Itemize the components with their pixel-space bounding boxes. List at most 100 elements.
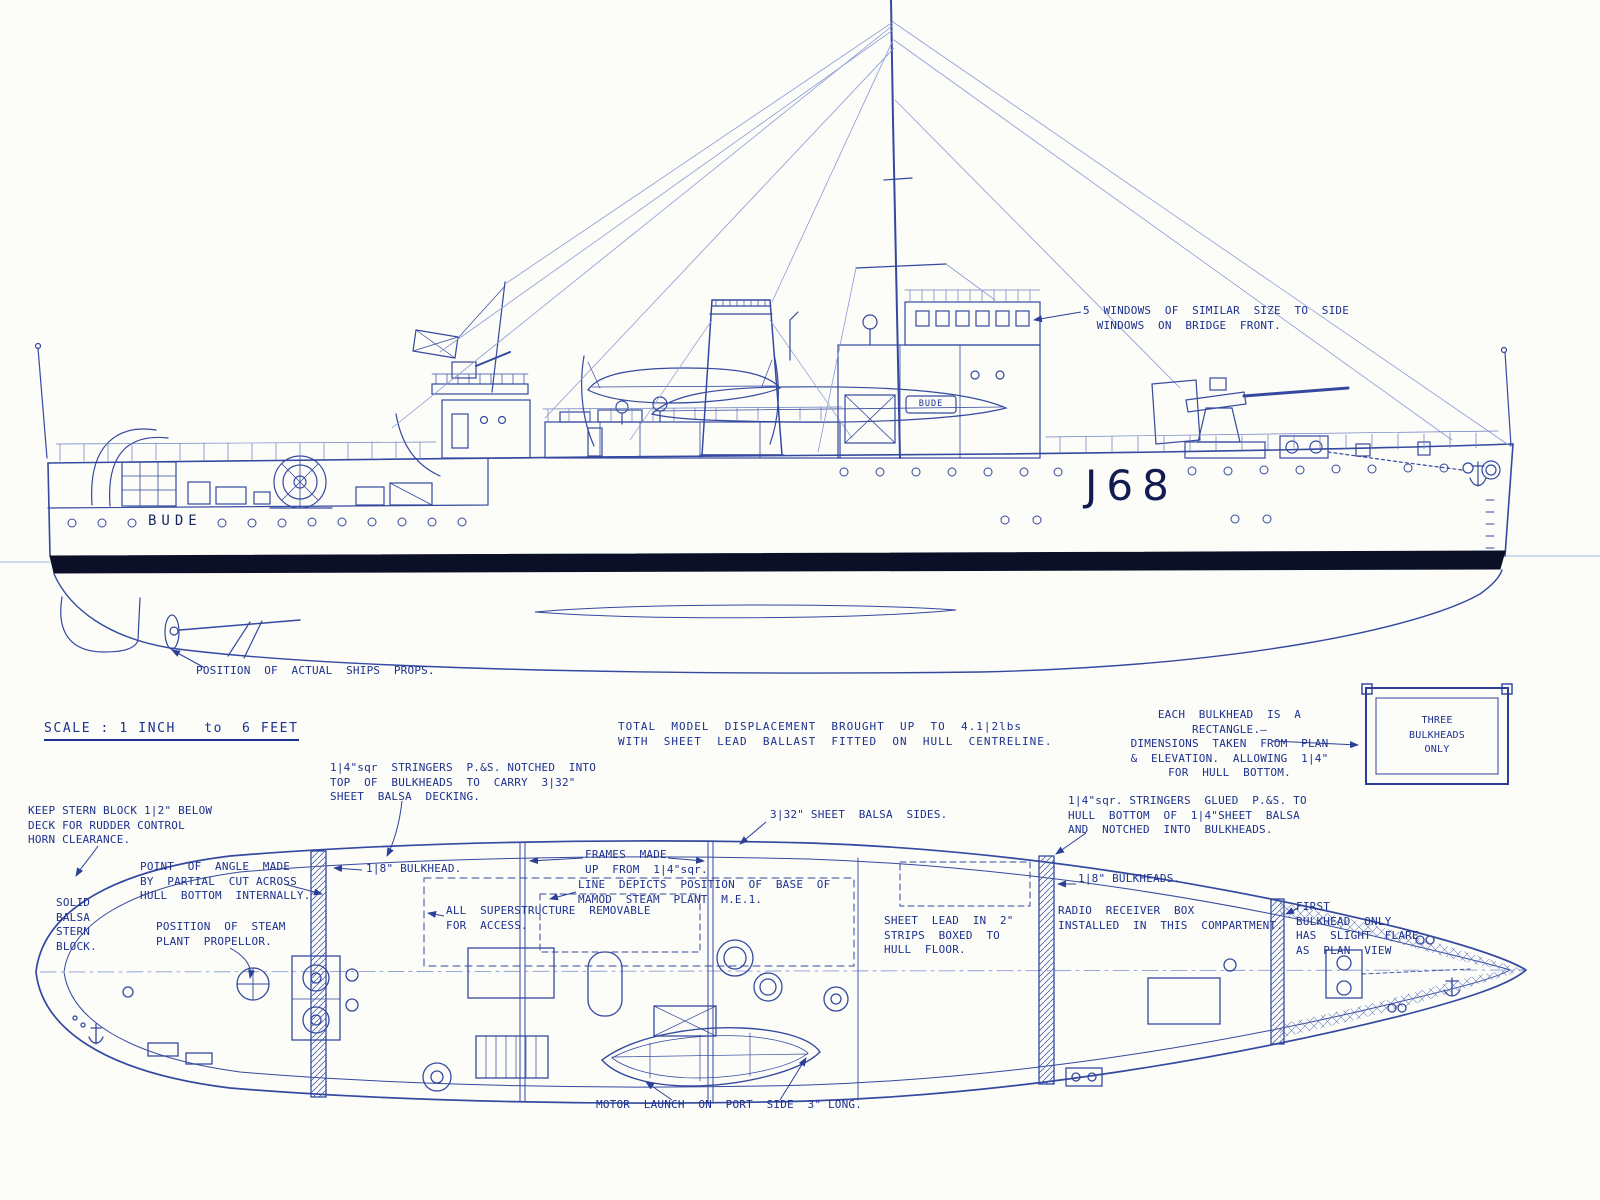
note-line: & ELEVATION. ALLOWING 1|4" <box>1130 751 1329 765</box>
centreline <box>39 969 1525 973</box>
note-line: DIMENSIONS TAKEN FROM PLAN <box>1130 737 1329 751</box>
note-bulkhead-rectangle: EACH BULKHEAD IS A RECTANGLE.— DIMENSION… <box>1122 708 1337 781</box>
note-line: STERN <box>56 925 91 939</box>
gun-barrel <box>1242 386 1350 398</box>
anchor-chain <box>1327 451 1463 471</box>
bridge-windows <box>915 310 1030 327</box>
gun-shield <box>1151 379 1201 445</box>
note-line: BY PARTIAL CUT ACROSS <box>140 874 297 888</box>
note-line: STRIPS BOXED TO <box>884 928 1000 942</box>
pennant-number: J68 <box>1085 458 1178 513</box>
gun-platform <box>431 383 529 395</box>
note-line: HAS SLIGHT FLARE <box>1296 929 1419 943</box>
note-line: MAMOD STEAM PLANT M.E.1. <box>578 892 763 906</box>
note-steam-propellor: POSITION OF STEAM PLANT PROPELLOR. <box>156 920 286 949</box>
liferaft-rack <box>844 394 896 444</box>
bow-badge <box>1481 460 1501 480</box>
note-line: SHEET BALSA DECKING. <box>330 790 481 804</box>
note-props: POSITION OF ACTUAL SHIPS PROPS. <box>196 664 435 679</box>
prop-shaft <box>179 619 301 631</box>
note-stringers-deck: 1|4"sqr STRINGERS P.&S. NOTCHED INTO TOP… <box>330 761 596 805</box>
hawse-pipe <box>1462 462 1474 474</box>
funnel-plan <box>587 951 623 1017</box>
note-line: BALSA <box>56 910 91 924</box>
note-line: PLANT PROPELLOR. <box>156 934 272 948</box>
stern-flagstaff <box>37 347 48 459</box>
note-line: TOP OF BULKHEADS TO CARRY 3|32" <box>330 775 576 789</box>
vent-plan <box>422 1062 452 1092</box>
note-line: J68 <box>1085 461 1178 510</box>
bow-hatched-deck <box>1280 902 1526 1038</box>
sweep-wire-reel <box>121 461 177 507</box>
note-displacement: TOTAL MODEL DISPLACEMENT BROUGHT UP TO 4… <box>618 720 1053 749</box>
mamod-base-outline <box>539 893 701 953</box>
note-line: 3|32" SHEET BALSA SIDES. <box>770 808 948 821</box>
hull-sheer-line <box>47 443 1514 464</box>
note-bridge-windows: 5 WINDOWS OF SIMILAR SIZE TO SIDE WINDOW… <box>1083 304 1349 333</box>
plan-hull-outline <box>35 840 1527 1104</box>
note-line: BULKHEADS <box>1409 729 1465 741</box>
note-frames: FRAMES MADE UP FROM 1|4"sqr. <box>585 848 708 877</box>
underwater-hull <box>53 569 1503 674</box>
leader-arrows <box>75 311 1359 1101</box>
note-line: FOR ACCESS. <box>446 918 528 932</box>
lifeboat <box>587 367 782 404</box>
wheelhouse <box>904 301 1041 346</box>
portholes <box>67 463 1449 528</box>
note-line: AS PLAN VIEW <box>1296 943 1392 957</box>
aft-railing <box>55 441 437 462</box>
note-line: WINDOWS ON BRIDGE FRONT. <box>1083 318 1281 332</box>
anchor <box>1469 461 1487 487</box>
note-line: TOTAL MODEL DISPLACEMENT BROUGHT UP TO 4… <box>618 720 1022 733</box>
pom-pom-gun <box>451 361 477 379</box>
note-line: BUDE <box>148 513 202 529</box>
note-motor-launch: MOTOR LAUNCH ON PORT SIDE 3" LONG. <box>596 1098 862 1113</box>
hull-name-text: BUDE <box>148 512 202 530</box>
note-line: BULKHEAD ONLY <box>1296 914 1392 928</box>
bow-anchor-plan <box>1443 977 1461 997</box>
note-line: 1|8" BULKHEAD. <box>366 862 462 875</box>
forecastle-railing <box>1045 430 1499 453</box>
name-plate-box <box>905 395 957 414</box>
bilge-keel <box>534 604 957 619</box>
plan-view <box>35 840 1527 1104</box>
derrick-boom <box>395 413 441 477</box>
note-line: POSITION OF ACTUAL SHIPS PROPS. <box>196 664 435 677</box>
aft-deckhouse <box>441 399 531 459</box>
note-line: HULL BOTTOM OF 1|4"SHEET BALSA <box>1068 808 1300 822</box>
note-line: KEEP STERN BLOCK 1|2" BELOW <box>28 804 213 817</box>
note-line: FRAMES MADE <box>585 848 667 861</box>
note-superstructure-removable: ALL SUPERSTRUCTURE REMOVABLE FOR ACCESS. <box>446 904 651 933</box>
note-solid-balsa: SOLID BALSA STERN BLOCK. <box>56 896 97 954</box>
lifeboat-2 <box>650 386 1008 423</box>
note-line: SOLID <box>56 896 91 909</box>
draft-marks <box>1485 499 1495 549</box>
anchor-windlass <box>1279 435 1329 459</box>
jackstaff <box>1504 351 1512 447</box>
flag-mast <box>491 281 506 393</box>
note-line: UP FROM 1|4"sqr. <box>585 862 708 876</box>
note-line: 5 WINDOWS OF SIMILAR SIZE TO SIDE <box>1083 304 1350 317</box>
boiler-plan <box>716 939 754 977</box>
cowl-vent <box>615 400 629 414</box>
note-line: POINT OF ANGLE MADE <box>140 860 291 873</box>
note-line: HORN CLEARANCE. <box>28 833 131 847</box>
rudder <box>60 596 141 653</box>
three-bulkheads-box <box>1361 683 1513 785</box>
sweep-davit <box>91 428 169 507</box>
frame-lines <box>519 841 714 1104</box>
note-bulkhead-single: 1|8" BULKHEAD. <box>366 862 462 877</box>
boot-topping <box>49 550 1506 574</box>
note-line: LINE DEPICTS POSITION OF BASE OF <box>578 878 831 891</box>
elevation-view <box>0 0 1600 674</box>
note-radio: RADIO RECEIVER BOX INSTALLED IN THIS COM… <box>1058 904 1283 933</box>
note-stern-block: KEEP STERN BLOCK 1|2" BELOW DECK FOR RUD… <box>28 804 212 848</box>
note-first-bulkhead: FIRST BULKHEAD ONLY HAS SLIGHT FLARE AS … <box>1296 900 1419 958</box>
scale-note: SCALE : 1 INCH to 6 FEET <box>44 720 299 742</box>
note-line: SCALE : 1 INCH to 6 FEET <box>44 721 299 736</box>
note-line: WITH SHEET LEAD BALLAST FITTED ON HULL C… <box>618 734 1053 748</box>
shaft-strut <box>227 620 263 659</box>
note-line: FIRST <box>1296 900 1331 913</box>
